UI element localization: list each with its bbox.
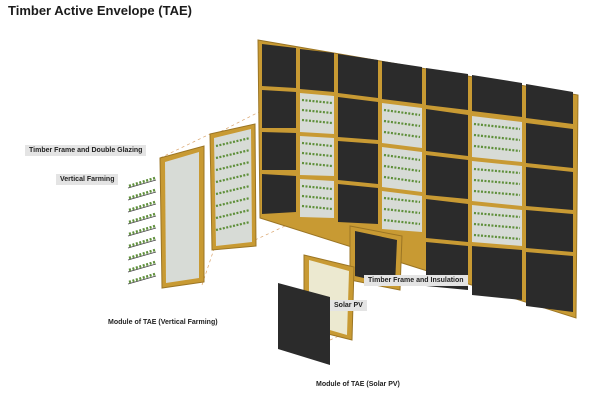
label-frame-insulation: Timber Frame and Insulation: [364, 275, 468, 286]
label-frame-glazing: Timber Frame and Double Glazing: [25, 145, 147, 156]
vf-planting-panel: [209, 123, 257, 251]
vf-glazing-frame: [159, 145, 205, 289]
page-title: Timber Active Envelope (TAE): [8, 3, 192, 18]
vf-plant-shelves: [127, 176, 157, 285]
pv-insulation-frame: [349, 225, 403, 291]
label-vertical-farming: Vertical Farming: [56, 174, 119, 185]
label-solar-pv: Solar PV: [330, 300, 367, 311]
facade-plant-rows: [301, 98, 521, 241]
caption-module-vf: Module of TAE (Vertical Farming): [108, 319, 218, 326]
caption-module-pv: Module of TAE (Solar PV): [316, 381, 400, 388]
pv-solar-panel: [278, 283, 330, 365]
facade-wall: [257, 39, 579, 319]
